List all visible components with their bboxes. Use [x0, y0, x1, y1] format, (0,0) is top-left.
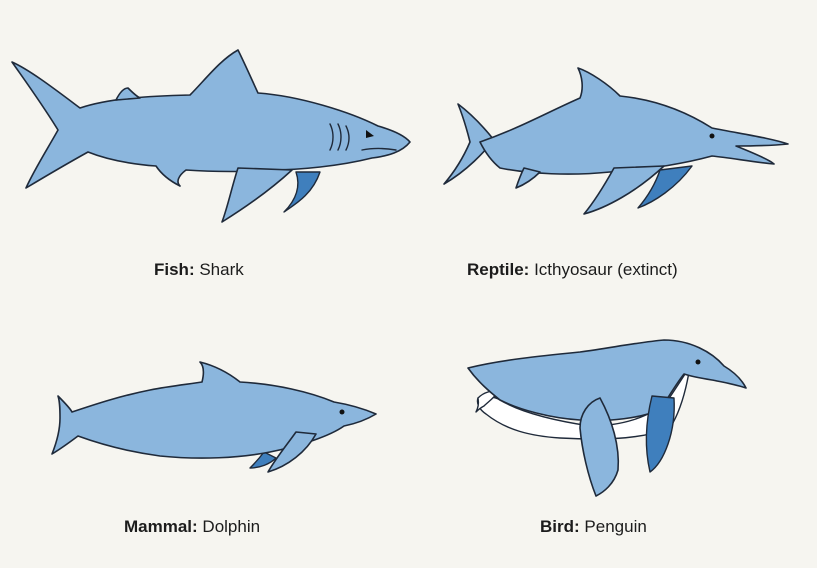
penguin-name: Penguin [584, 517, 646, 536]
penguin-category: Bird: [540, 517, 580, 536]
penguin-caption: Bird: Penguin [540, 517, 647, 537]
